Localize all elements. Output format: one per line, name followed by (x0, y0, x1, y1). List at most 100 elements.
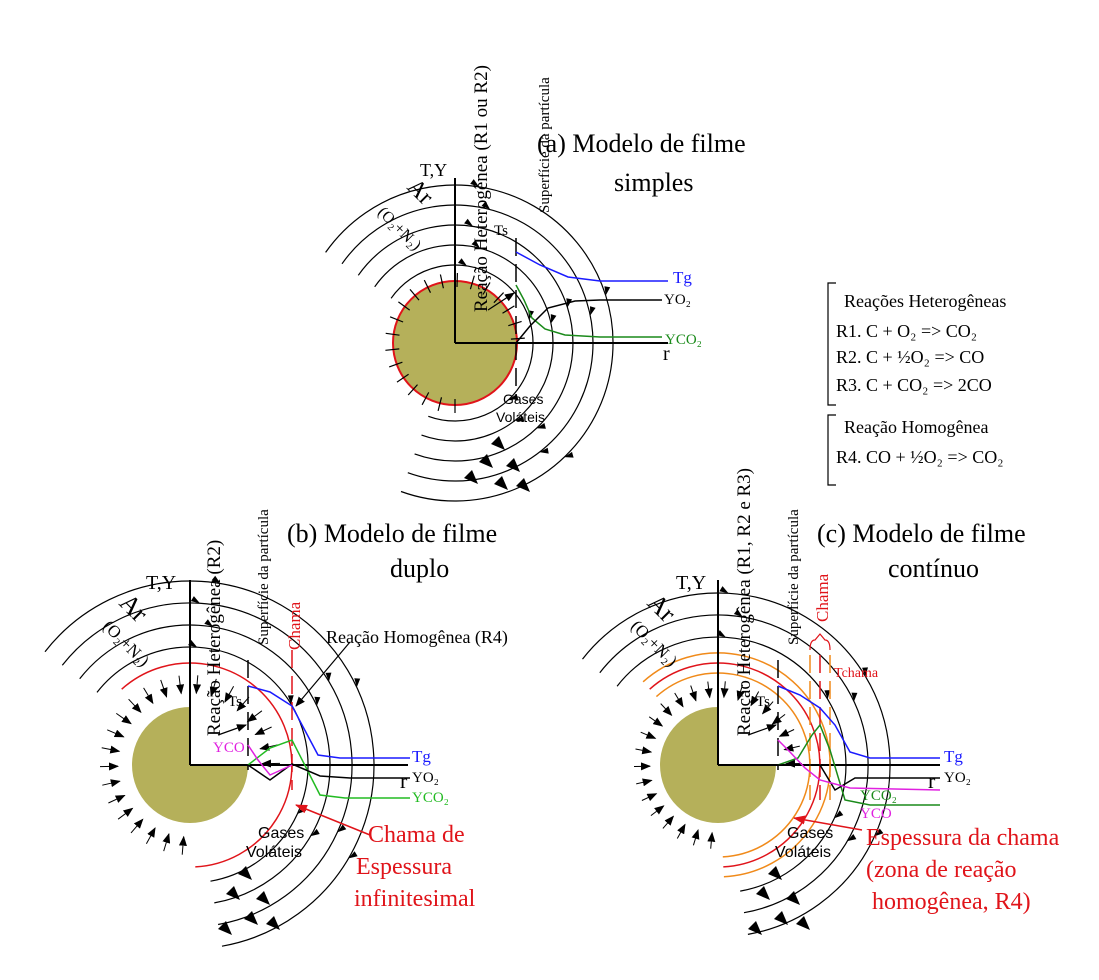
ts-label-c: Ts (756, 694, 770, 710)
air-flow-c-arrowhead (824, 690, 831, 700)
inward-arrow-b (117, 807, 134, 820)
reaction-tick-a (385, 332, 400, 336)
air-flow-a-arrowhead (536, 423, 546, 429)
air-flow-a-arrowhead (564, 451, 574, 458)
air-flow-c-arrowhead (834, 810, 844, 819)
inward-arrow-c (707, 831, 716, 849)
yo2-curve-c (778, 764, 940, 792)
flame-label-c: Chama (813, 573, 832, 622)
air-flow-c-arrowhead (874, 828, 884, 837)
flame-callout-arrow-c (793, 815, 863, 831)
het-reaction-arrow-a (487, 292, 515, 311)
inward-arrow-b (162, 832, 171, 852)
air-flow-b-arrowhead (314, 696, 321, 706)
air-comp-label-b: (O₂+N₂) (99, 616, 153, 670)
reaction-tick-a (508, 320, 522, 327)
tchama-label-c: Tchama (834, 666, 879, 681)
air-flow-a-arrowhead (539, 447, 549, 454)
air-flow-a-arrowhead (458, 258, 467, 266)
flame-zone-outer-c (642, 652, 831, 878)
gas-arrow-b (218, 921, 232, 935)
callout-c-3: homogênea, R4) (872, 889, 1031, 915)
surface-label-a: Superfície da partícula (537, 77, 553, 213)
flame-ring-c (649, 662, 821, 868)
ts-label-b: Ts (228, 694, 242, 710)
air-flow-b-arrowhead (310, 828, 320, 837)
panel-b-double-film: (b) Modelo de filme duplo T,Y r Ar (O₂+N… (44, 509, 508, 947)
reaction-tick-a (396, 373, 409, 383)
reaction-tick-a (421, 392, 430, 406)
gas-arrow-a (464, 470, 478, 484)
inward-arrow-b (145, 827, 156, 844)
inward-arrow-c (648, 716, 664, 727)
reaction-tick-a (469, 275, 475, 290)
air-flow-lines-a (325, 179, 614, 502)
axis-y-label-c: T,Y (676, 572, 706, 594)
legend-r2: R2. C + ½O₂ => CO (836, 347, 984, 367)
inward-arrow-c (660, 703, 673, 717)
het-reaction-label-b: Reação Heterogênea (R2) (204, 540, 225, 736)
inward-arrow-b (143, 687, 154, 705)
inward-arrow-c (636, 778, 653, 787)
air-flow-c-arrowhead (851, 692, 858, 702)
gas-arrow-a (506, 458, 520, 472)
inward-arrow-c (720, 681, 729, 699)
het-reaction-label-c: Reação Heterogênea (R1, R2 e R3) (734, 468, 755, 736)
gas-arrow-a (479, 454, 493, 468)
air-flow-b-arrowhead (211, 575, 221, 584)
yco-curve-c (777, 739, 941, 791)
inward-arrow-c (736, 684, 745, 701)
reaction-tick-a (407, 384, 418, 396)
axis-y-label-a: T,Y (420, 160, 447, 180)
tg-label-b: Tg (412, 747, 431, 766)
panel-c-title-2: contínuo (888, 554, 979, 583)
volatile-gas-arrows-c (748, 866, 810, 935)
gas-arrow-a (491, 436, 505, 450)
flame-zone-rings-c (642, 652, 831, 878)
gas-arrow-b (244, 911, 258, 925)
inward-arrow-b (116, 712, 132, 725)
yco-curve-b (247, 744, 293, 776)
axis-x-label-a: r (663, 343, 670, 365)
air-flow-b-line (44, 580, 375, 947)
air-flow-b-arrowhead (287, 695, 294, 705)
inward-arrow-c (674, 692, 684, 708)
yco-label-b: YCO (213, 740, 245, 756)
gas-arrow-c (768, 866, 782, 880)
gas-arrow-b (238, 866, 252, 880)
inward-arrow-b (101, 745, 121, 754)
legend-r3: R3. C + CO₂ => 2CO (836, 375, 992, 395)
reaction-ticks-a (385, 272, 525, 413)
air-flow-c-arrowhead (733, 609, 743, 618)
inward-arrow-b (236, 696, 250, 712)
reaction-tick-a (437, 397, 443, 412)
callout-c-1: Espessura da chama (866, 825, 1060, 851)
air-flow-b-arrowhead (348, 851, 358, 859)
inward-arrows-b (99, 675, 281, 855)
legend-r4: R4. CO + ½O₂ => CO₂ (836, 447, 1004, 467)
reaction-tick-a (423, 279, 432, 293)
surface-label-b: Superfície da partícula (256, 509, 272, 645)
flame-zone-inner-c (655, 672, 811, 858)
inward-arrow-c (704, 681, 713, 699)
inward-arrow-c (640, 731, 657, 739)
panel-b-title: (b) Modelo de filme (287, 519, 497, 548)
inward-arrows-c (633, 681, 803, 849)
inward-arrow-b (128, 698, 142, 714)
reactions-legend: Reações Heterogêneas R1. C + O₂ => CO₂ R… (827, 282, 1006, 486)
air-flow-a-arrowhead (515, 416, 525, 422)
inward-arrow-b (102, 779, 121, 788)
reaction-tick-a (398, 301, 411, 311)
tg-label-a: Tg (673, 268, 692, 287)
inward-arrow-c (635, 746, 653, 755)
gas-arrow-a (516, 478, 530, 492)
inward-arrow-b (176, 675, 185, 695)
axis-x-label-c: r (928, 768, 936, 793)
yo2-label-b: YO₂ (412, 770, 439, 786)
air-flow-a-line (341, 204, 594, 482)
reaction-tick-a (389, 316, 404, 323)
air-flow-a-arrowhead (470, 179, 479, 187)
callout-b-3: infinitesimal (354, 886, 476, 912)
air-flow-b-arrowhead (204, 619, 214, 627)
inward-arrow-c (650, 805, 665, 816)
